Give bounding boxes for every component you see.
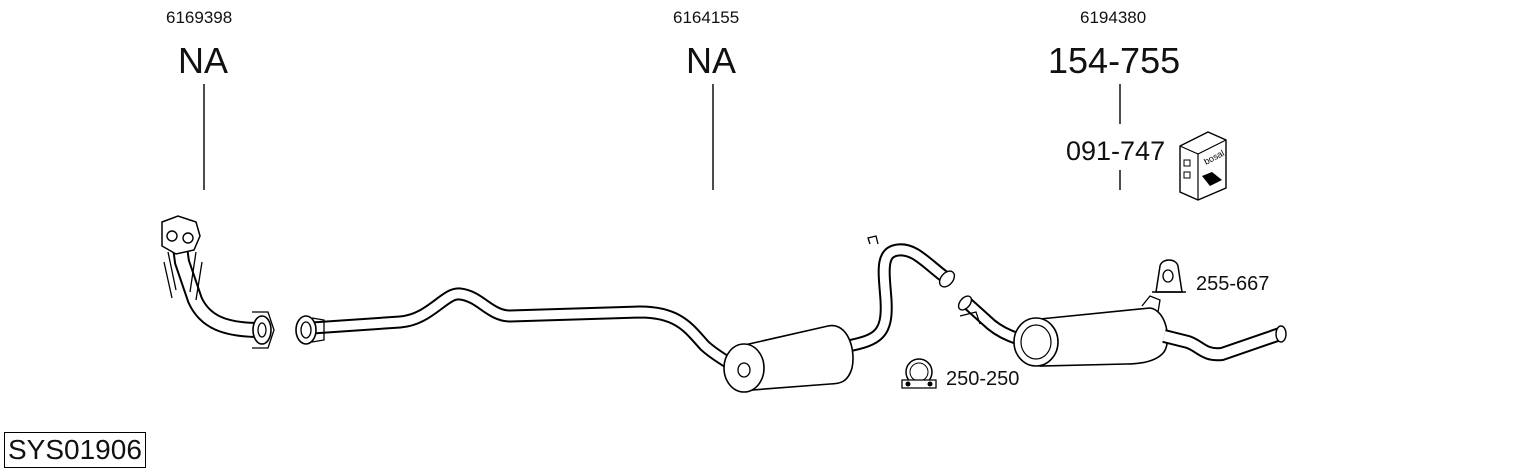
front-pipe-part[interactable]	[161, 215, 275, 349]
part-code-middle-section[interactable]: NA	[686, 40, 737, 81]
middle-section-part[interactable]	[295, 235, 957, 393]
fitting-kit-box-icon[interactable]: bosal	[1179, 131, 1227, 201]
oe-number-middle-section: 6164155	[673, 8, 740, 27]
rubber-mount-icon[interactable]	[1152, 259, 1186, 293]
rear-section-part[interactable]	[956, 294, 1287, 367]
oe-number-front-pipe: 6169398	[166, 8, 233, 27]
part-code-fitting-kit[interactable]: 091-747	[1066, 136, 1166, 166]
system-code-label: SYS01906	[4, 432, 146, 468]
oe-number-rear-section: 6194380	[1080, 8, 1147, 27]
part-code-front-pipe[interactable]: NA	[178, 40, 229, 81]
part-code-rubber-mount[interactable]: 255-667	[1196, 273, 1270, 295]
clamp-icon[interactable]	[901, 358, 937, 389]
part-code-clamp[interactable]: 250-250	[946, 368, 1020, 390]
part-code-rear-section[interactable]: 154-755	[1048, 40, 1181, 81]
